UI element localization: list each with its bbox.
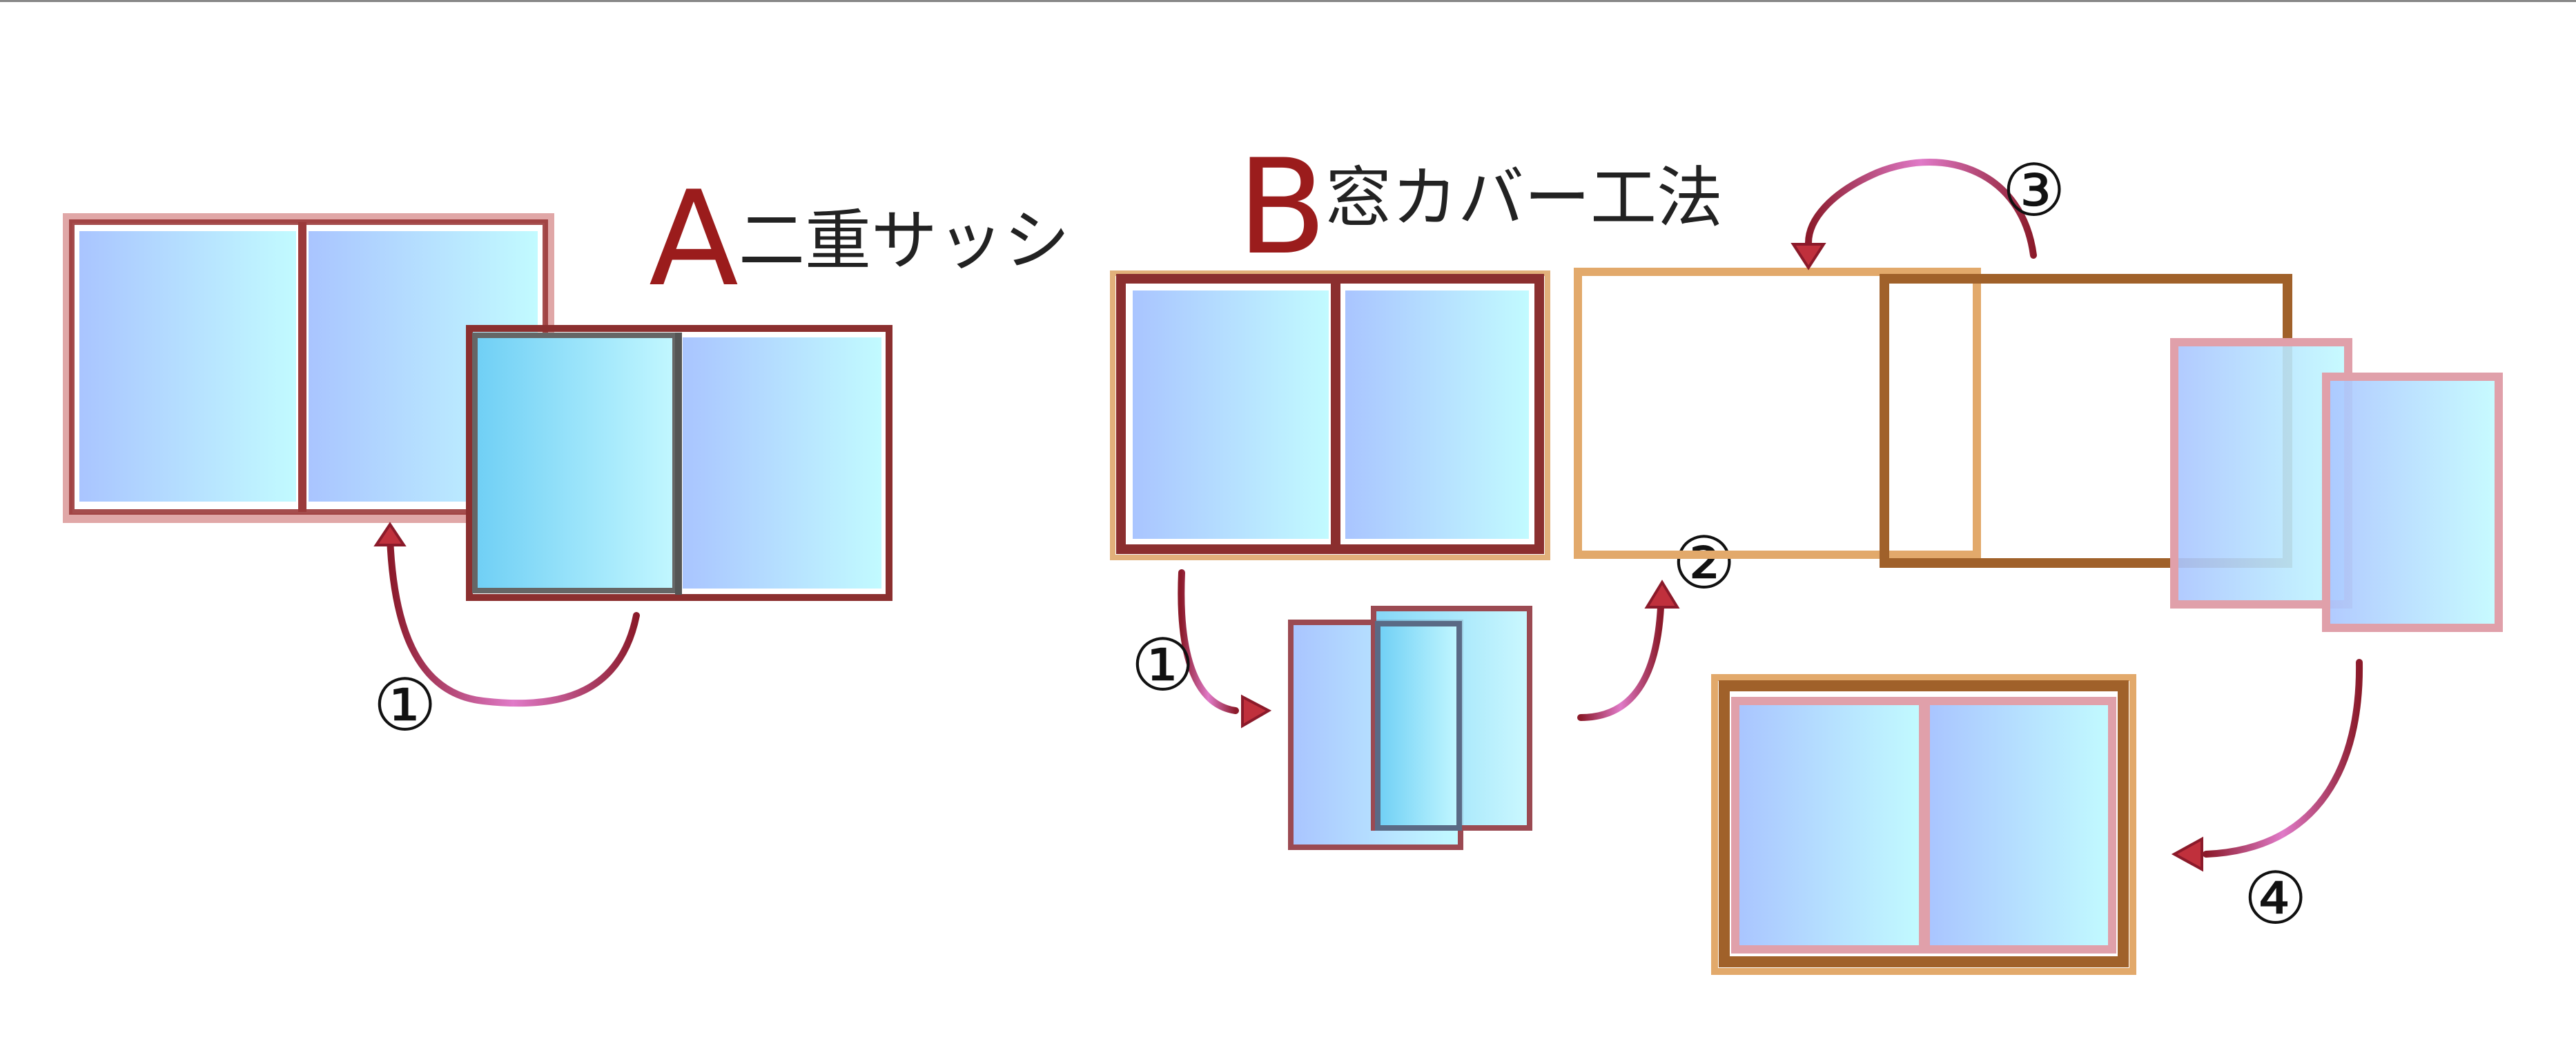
arrow-head-icon: [1644, 580, 1680, 609]
section-b-title: 窓カバー工法: [1325, 159, 1723, 237]
section-b: B 窓カバー工法 ① ②: [1110, 131, 2503, 975]
section-b-step-3: ③: [2002, 148, 2066, 233]
inner-sash-a: [466, 325, 892, 601]
original-window-b: [1110, 270, 1550, 560]
arrow-head-icon: [1241, 694, 1272, 729]
section-a-letter: A: [649, 163, 739, 315]
finished-window-b: [1711, 674, 2136, 975]
curved-arrow-icon: [1577, 604, 1664, 721]
curved-arrow-icon: [2203, 659, 2363, 858]
removed-sashes: [1288, 606, 1532, 850]
curved-arrow-icon: [1805, 159, 2037, 259]
section-a-title: 二重サッシ: [739, 202, 1070, 279]
curved-arrow-icon: [387, 535, 640, 707]
section-b-letter: B: [1237, 131, 1327, 284]
top-border-line: [0, 0, 2576, 2]
section-b-step-4: ④: [2243, 856, 2307, 940]
section-b-step-1: ①: [1131, 623, 1195, 707]
curved-arrow-icon: [1178, 569, 1239, 714]
remaining-frame: [1574, 268, 1981, 559]
arrow-head-icon: [373, 522, 407, 546]
new-sashes: [2170, 338, 2503, 632]
section-b-step-2: ②: [1672, 521, 1736, 605]
section-a-step-1: ①: [373, 663, 437, 747]
section-a: A 二重サッシ ①: [63, 163, 1070, 747]
arrow-head-icon: [2171, 836, 2203, 872]
arrow-head-icon: [1790, 243, 1826, 270]
